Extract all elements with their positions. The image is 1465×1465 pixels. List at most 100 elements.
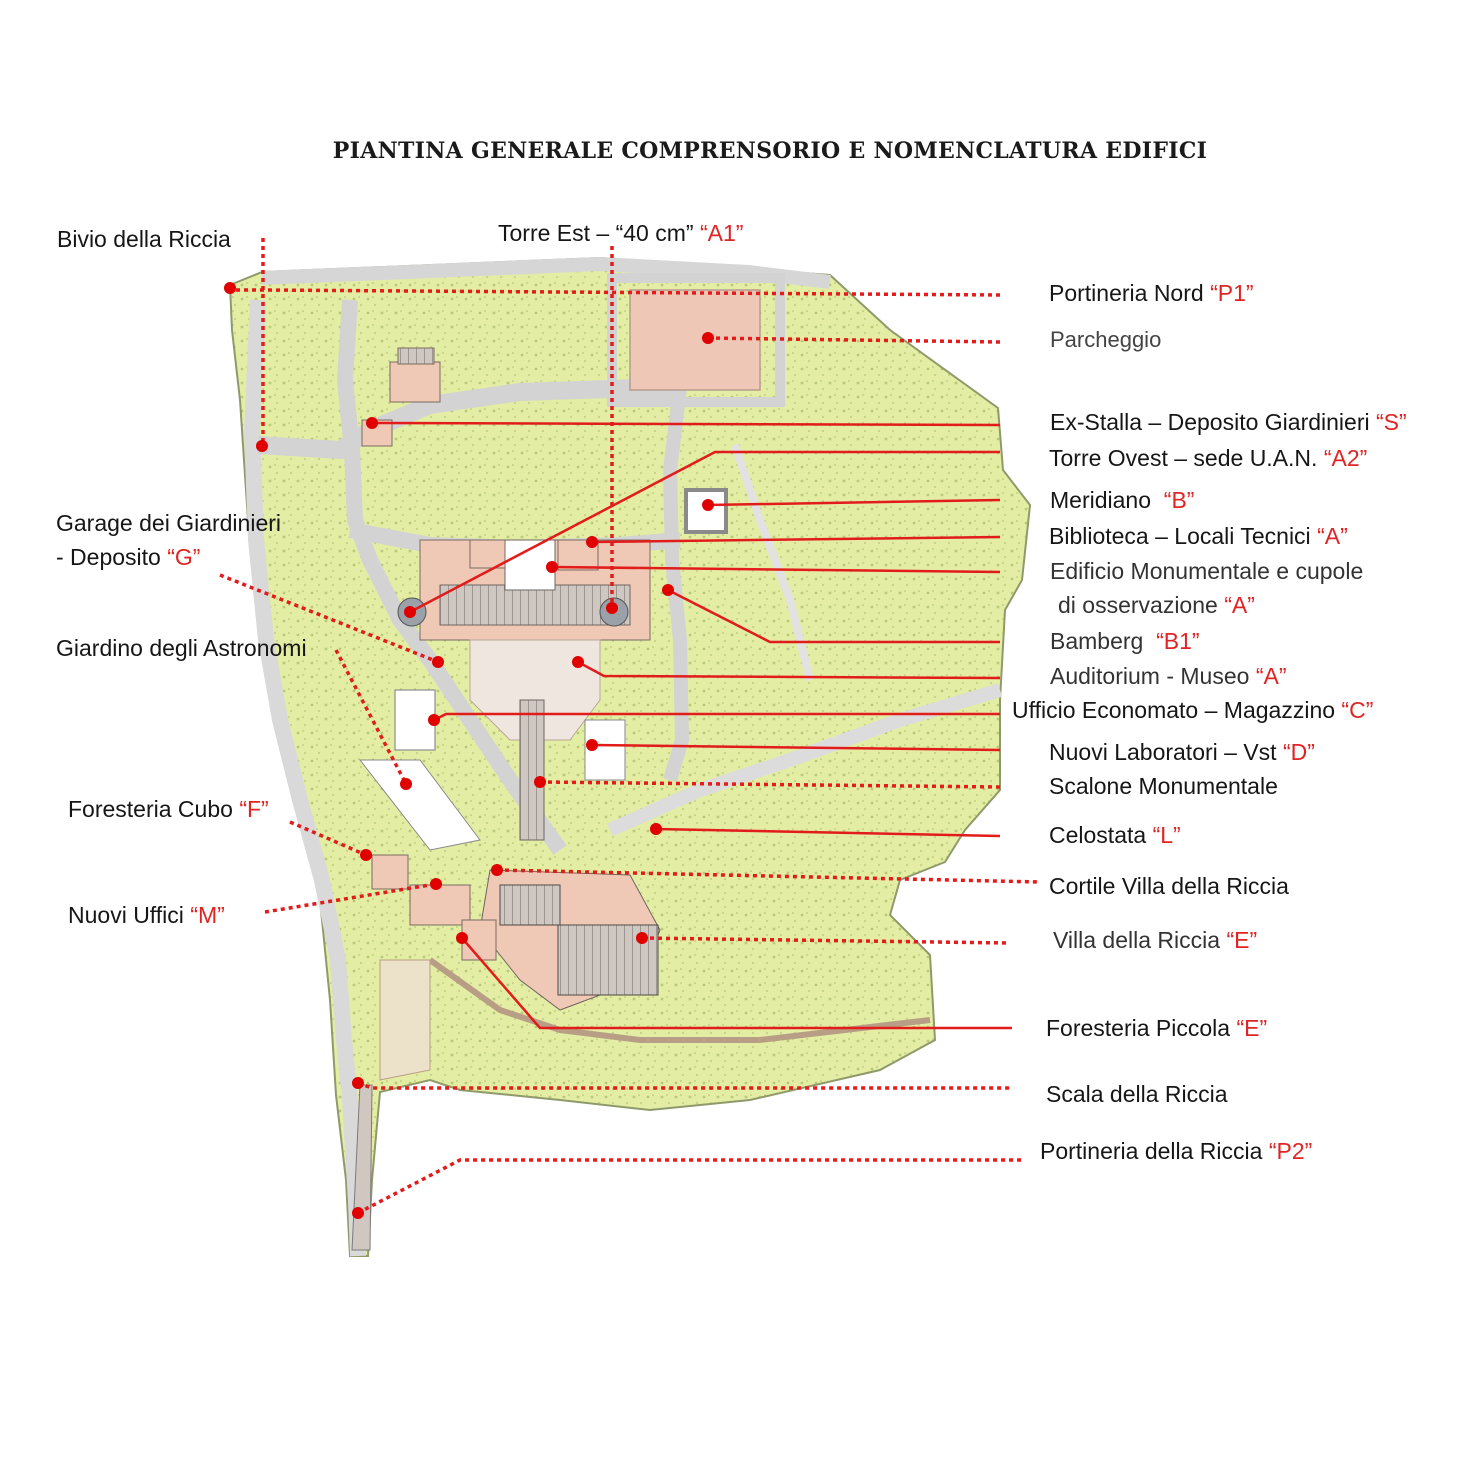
marker-edificio	[546, 561, 558, 573]
leader-scala	[357, 1081, 1012, 1090]
building-code: “L”	[1152, 822, 1181, 848]
marker-cortile	[491, 864, 503, 876]
marker-portineria-riccia	[352, 1207, 364, 1219]
marker-torre-est	[606, 602, 618, 614]
building-code: “M”	[190, 902, 225, 928]
marker-laboratori	[586, 739, 598, 751]
label-portineria-nord: Portineria Nord “P1”	[1049, 280, 1254, 306]
label-auditorium: Auditorium - Museo “A”	[1050, 663, 1287, 689]
label-bamberg: Bamberg “B1”	[1050, 628, 1200, 654]
marker-auditorium	[572, 656, 584, 668]
marker-foresteria-cubo	[360, 849, 372, 861]
marker-foresteria-piccola	[456, 932, 468, 944]
marker-celostata	[650, 823, 662, 835]
building-code: “B1”	[1156, 628, 1200, 654]
building-code: “S”	[1375, 409, 1407, 435]
building-code: “P1”	[1210, 280, 1254, 306]
page-title: PIANTINA GENERALE COMPRENSORIO E NOMENCL…	[332, 138, 1208, 164]
label-portineria-riccia: Portineria della Riccia “P2”	[1040, 1138, 1313, 1164]
building-code: “C”	[1341, 697, 1374, 723]
building-meridiano	[684, 488, 728, 534]
leader-nuovi-uffici	[264, 882, 437, 914]
label-garage-giardinieri: Garage dei Giardinieri	[56, 510, 282, 536]
label-meridiano: Meridiano “B”	[1050, 487, 1195, 513]
marker-portineria-nord	[224, 282, 236, 294]
path-to-meridiano	[731, 443, 814, 681]
building-code: “A”	[1317, 523, 1348, 549]
leader-torre-ovest	[409, 450, 1000, 614]
leader-biblioteca	[591, 535, 1001, 544]
leader-villa	[641, 936, 1009, 945]
south-wall	[428, 957, 931, 1043]
staircase-monumentale	[519, 699, 545, 841]
leader-bamberg	[667, 588, 1000, 644]
marker-ex-stalla	[366, 417, 378, 429]
building-economato	[358, 689, 481, 851]
building-code: “P2”	[1268, 1138, 1313, 1164]
leader-lines	[219, 238, 1041, 1215]
label-foresteria-piccola: Foresteria Piccola “E”	[1046, 1015, 1268, 1041]
label-torre-ovest: Torre Ovest – sede U.A.N. “A2”	[1049, 445, 1368, 471]
building-code: “G”	[167, 544, 201, 570]
building-code: “D”	[1282, 739, 1315, 765]
label-torre-est: Torre Est – “40 cm” “A1”	[498, 220, 744, 246]
label-biblioteca: Biblioteca – Locali Tecnici “A”	[1049, 523, 1348, 549]
label-villa-riccia: Villa della Riccia “E”	[1053, 927, 1258, 953]
label-garage-deposito: - Deposito “G”	[56, 544, 201, 570]
leader-foresteria-cubo	[289, 820, 367, 857]
marker-torre-ovest	[404, 606, 416, 618]
building-code: “E”	[1226, 927, 1258, 953]
label-nuovi-laboratori: Nuovi Laboratori – Vst “D”	[1049, 739, 1315, 765]
marker-garage	[432, 656, 444, 668]
marker-scala	[352, 1077, 364, 1089]
internal-road-west	[336, 299, 567, 855]
label-nuovi-uffici: Nuovi Uffici “M”	[68, 902, 225, 928]
label-scalone: Scalone Monumentale	[1049, 773, 1278, 799]
marker-scalone	[534, 776, 546, 788]
marker-meridiano	[702, 499, 714, 511]
label-bivio-della-riccia: Bivio della Riccia	[57, 226, 231, 252]
parking-area	[629, 289, 761, 391]
leader-edificio	[551, 565, 1001, 574]
marker-biblioteca	[586, 536, 598, 548]
marker-bivio	[256, 440, 268, 452]
leader-celostata	[655, 827, 1001, 838]
building-villetta	[361, 347, 441, 447]
building-code: “F”	[239, 796, 269, 822]
leader-parcheggio	[707, 336, 1001, 344]
label-giardino-astronomi: Giardino degli Astronomi	[56, 635, 307, 661]
marker-parcheggio	[702, 332, 714, 344]
marker-giardino	[400, 778, 412, 790]
building-code: “A”	[1255, 663, 1287, 689]
leader-cortile	[496, 868, 1041, 884]
leader-portineria-riccia	[357, 1158, 1022, 1215]
diagonal-road	[607, 683, 1003, 837]
label-celostata: Celostata “L”	[1049, 822, 1181, 848]
label-ufficio-economato: Ufficio Economato – Magazzino “C”	[1012, 697, 1374, 723]
building-code: “A”	[1224, 592, 1255, 618]
north-road	[261, 256, 831, 289]
leader-auditorium	[577, 660, 1001, 680]
building-code: “A1”	[699, 220, 744, 246]
label-edificio-monumentale: Edificio Monumentale e cupole	[1050, 558, 1364, 584]
marker-villa	[636, 932, 648, 944]
label-scala-riccia: Scala della Riccia	[1046, 1081, 1228, 1107]
marker-economato	[428, 714, 440, 726]
building-code: “E”	[1236, 1015, 1268, 1041]
marker-nuovi-uffici	[430, 878, 442, 890]
marker-bamberg	[662, 584, 674, 596]
label-parcheggio: Parcheggio	[1050, 327, 1162, 352]
leader-foresteria-piccola	[461, 937, 1012, 1030]
location-markers	[224, 282, 714, 1219]
leader-laboratori	[591, 743, 1001, 752]
leader-giardino	[334, 649, 408, 785]
building-villa-riccia	[371, 854, 661, 1011]
label-foresteria-cubo: Foresteria Cubo “F”	[68, 796, 269, 822]
label-cortile-villa: Cortile Villa della Riccia	[1049, 873, 1289, 899]
leader-ex-stalla	[371, 421, 1001, 427]
leader-meridiano	[707, 498, 1001, 507]
leader-garage	[219, 573, 439, 664]
perimeter-wall	[243, 299, 366, 1257]
